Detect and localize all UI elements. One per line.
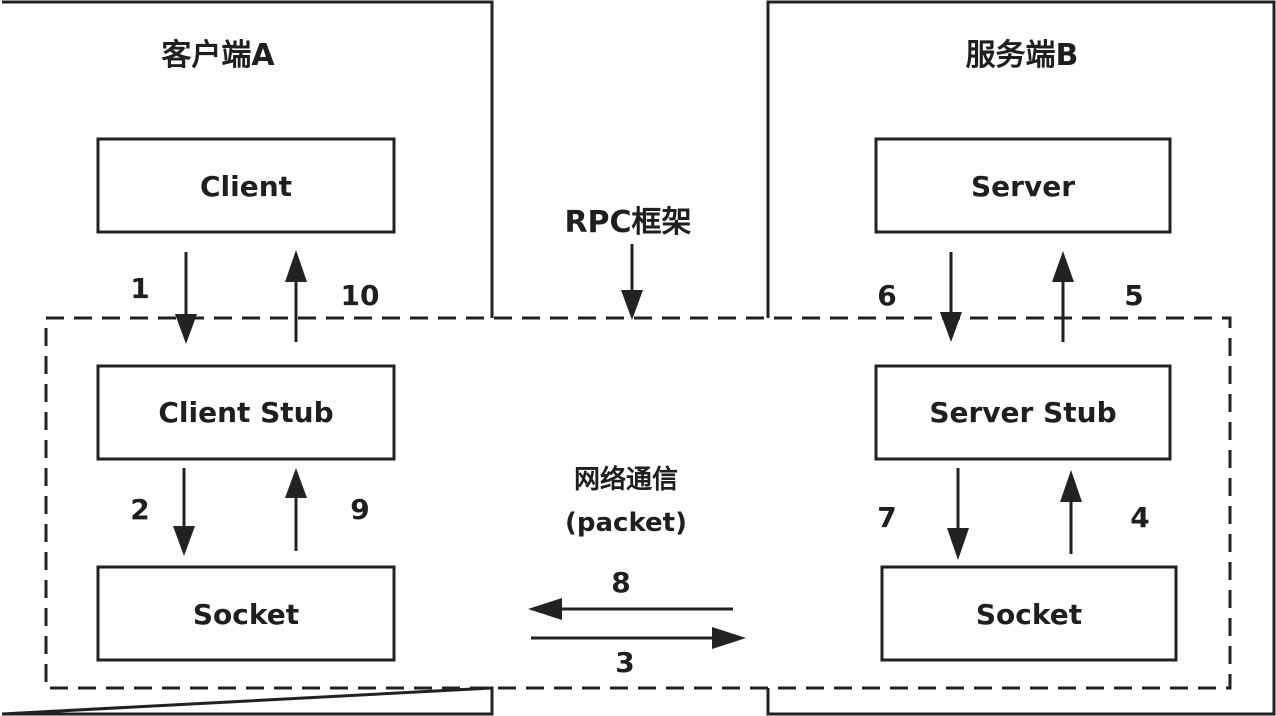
network-packet-label: (packet) — [565, 508, 687, 538]
arrow-10-head — [285, 250, 307, 282]
step-5-label: 5 — [1124, 279, 1143, 312]
client-stub-box — [96, 364, 396, 461]
rpc-framework-arrow-head — [621, 290, 643, 320]
client-side-title: 客户端A — [161, 38, 275, 73]
network-label: 网络通信 — [574, 464, 678, 495]
step-10-label: 10 — [341, 279, 380, 312]
arrow-8-head — [528, 598, 562, 620]
step-7-label: 7 — [877, 501, 896, 534]
arrow-1-head — [175, 314, 197, 344]
arrow-7-head — [947, 528, 969, 560]
client-stub-box-label: Client Stub — [158, 396, 333, 429]
rpc-framework-region — [44, 316, 1232, 690]
server-box-label: Server — [971, 170, 1075, 203]
arrow-4-head — [1060, 470, 1082, 502]
server-container — [766, 0, 1276, 716]
client-box-label: Client — [200, 170, 292, 203]
step-1-label: 1 — [130, 272, 149, 305]
server-socket-box — [880, 565, 1178, 662]
step-8-label: 8 — [611, 566, 630, 599]
server-box — [874, 137, 1172, 234]
arrow-5-head — [1052, 251, 1074, 282]
server-side-title: 服务端B — [966, 38, 1079, 73]
step-2-label: 2 — [130, 493, 149, 526]
client-box — [96, 137, 396, 234]
arrow-3-head — [712, 627, 746, 649]
server-socket-box-label: Socket — [976, 598, 1082, 631]
arrow-9-head — [285, 468, 307, 498]
step-4-label: 4 — [1130, 501, 1149, 534]
server-stub-box-label: Server Stub — [929, 396, 1116, 429]
step-3-label: 3 — [615, 646, 634, 679]
client-socket-box-label: Socket — [193, 598, 299, 631]
server-stub-box — [874, 364, 1172, 461]
rpc-framework-label: RPC框架 — [564, 205, 691, 240]
client-container — [1, 0, 494, 716]
arrow-6-head — [940, 312, 962, 342]
client-socket-box — [96, 565, 396, 662]
arrow-2-head — [173, 526, 195, 556]
step-9-label: 9 — [350, 493, 369, 526]
step-6-label: 6 — [877, 279, 896, 312]
